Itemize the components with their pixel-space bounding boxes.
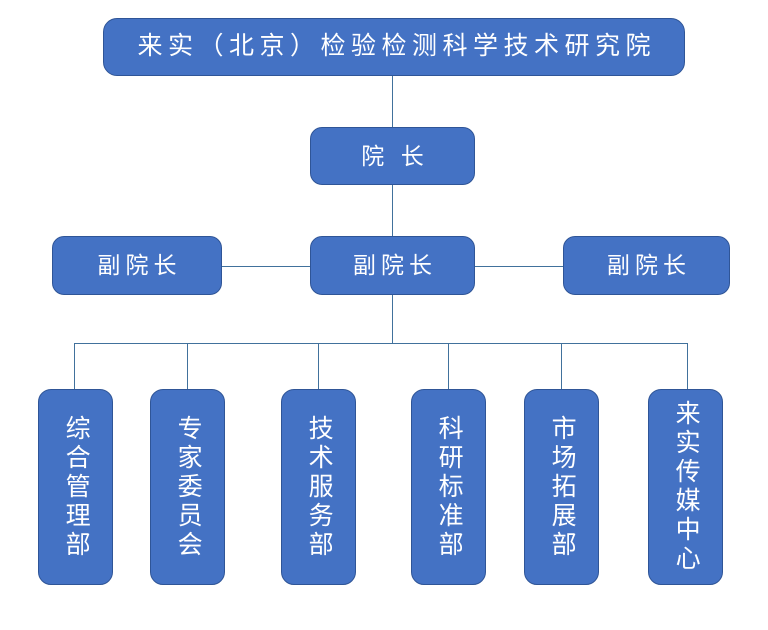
- connector-drop-department-1: [74, 343, 75, 391]
- org-node-department-comprehensive-management[interactable]: 综合管理部: [38, 389, 113, 585]
- connector-drop-department-2: [187, 343, 188, 391]
- connector-director-to-deputy: [392, 185, 393, 236]
- org-node-department-laishi-media-center[interactable]: 来实传媒中心: [648, 389, 723, 585]
- org-node-department-market-development[interactable]: 市场拓展部: [524, 389, 599, 585]
- department-label: 科研标准部: [435, 414, 464, 560]
- org-node-department-research-standards[interactable]: 科研标准部: [411, 389, 486, 585]
- connector-root-to-director: [392, 76, 393, 127]
- org-node-director[interactable]: 院 长: [310, 127, 475, 185]
- department-label: 来实传媒中心: [672, 400, 701, 574]
- connector-deputy-center-to-right: [475, 266, 563, 267]
- org-node-deputy-left[interactable]: 副院长: [52, 236, 222, 295]
- connector-deputy-left-to-center: [222, 266, 310, 267]
- connector-drop-department-5: [561, 343, 562, 391]
- department-label: 技术服务部: [305, 414, 334, 560]
- connector-drop-department-3: [318, 343, 319, 391]
- connector-drop-department-6: [687, 343, 688, 391]
- org-node-deputy-right[interactable]: 副院长: [563, 236, 730, 295]
- department-label: 专家委员会: [174, 414, 203, 560]
- department-label: 市场拓展部: [548, 414, 577, 560]
- connector-deputy-to-bus: [392, 295, 393, 343]
- department-label: 综合管理部: [62, 414, 91, 560]
- org-node-deputy-center[interactable]: 副院长: [310, 236, 475, 295]
- org-node-department-technical-service[interactable]: 技术服务部: [281, 389, 356, 585]
- connector-drop-department-4: [448, 343, 449, 391]
- org-node-root[interactable]: 来实（北京）检验检测科学技术研究院: [103, 18, 685, 76]
- org-node-department-expert-committee[interactable]: 专家委员会: [150, 389, 225, 585]
- connector-department-bus: [74, 343, 687, 344]
